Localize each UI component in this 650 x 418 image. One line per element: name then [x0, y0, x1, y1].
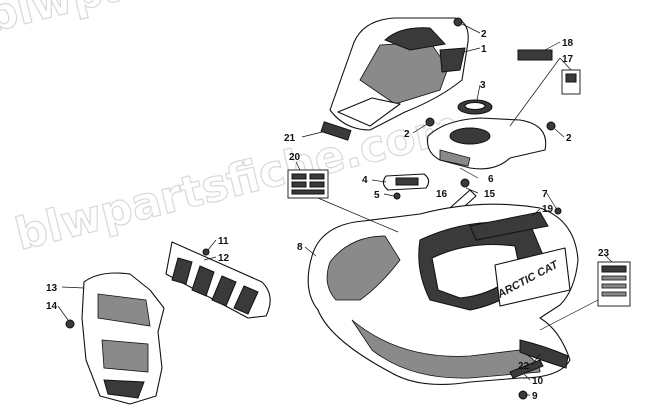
part-screw-11: [202, 248, 210, 256]
callout-7: 7: [542, 189, 548, 200]
callout-6: 6: [488, 174, 494, 185]
part-screw-2b: [425, 117, 435, 127]
part-decal-sheet-20: [287, 169, 329, 199]
part-badge-4: [382, 173, 430, 191]
callout-19: 19: [542, 204, 554, 215]
part-seat-cover: [329, 17, 469, 131]
callout-14: 14: [46, 301, 58, 312]
callout-10: 10: [532, 376, 544, 387]
callout-5: 5: [374, 190, 380, 201]
callout-18: 18: [562, 38, 574, 49]
part-front-grille: [165, 241, 271, 319]
part-screw-7: [554, 207, 562, 215]
callout-20: 20: [289, 152, 301, 163]
part-decal-21: [320, 121, 352, 141]
callout-11: 11: [218, 236, 229, 247]
callout-4: 4: [362, 175, 368, 186]
callout-2c: 2: [566, 133, 572, 144]
callout-12: 12: [218, 253, 230, 264]
callout-8: 8: [297, 242, 303, 253]
part-front-panel: [426, 117, 547, 170]
part-screw-5: [393, 192, 401, 200]
callouts: 1 2 2 2 3 4 5 6 7 8 9 10 11 12 13 14 15 …: [46, 29, 610, 402]
leader-lines: [57, 23, 613, 396]
part-decal-23: [597, 261, 631, 307]
part-decal-17-icon: [565, 73, 577, 83]
callout-21: 21: [284, 133, 296, 144]
part-clip-16: [460, 178, 470, 188]
part-screw-2a: [453, 17, 463, 27]
callout-13: 13: [46, 283, 58, 294]
callout-2a: 2: [481, 29, 487, 40]
callout-2b: 2: [404, 129, 410, 140]
callout-16: 16: [436, 189, 448, 200]
callout-1: 1: [481, 44, 487, 55]
callout-22: 22: [518, 361, 530, 372]
part-gasket-ring: [457, 99, 493, 115]
part-decal-18: [517, 49, 553, 61]
part-grille-19: [469, 211, 549, 241]
part-strip-10: [509, 359, 544, 379]
callout-15: 15: [484, 189, 496, 200]
part-screw-14: [65, 319, 75, 329]
callout-17: 17: [562, 54, 574, 65]
part-bumper: [81, 272, 165, 405]
callout-3: 3: [480, 80, 486, 91]
part-front-fender: ARCTIC CAT: [307, 203, 579, 386]
callout-9: 9: [532, 391, 538, 402]
part-screw-2c: [546, 121, 556, 131]
part-screw-9: [518, 390, 528, 400]
callout-23: 23: [598, 248, 610, 259]
